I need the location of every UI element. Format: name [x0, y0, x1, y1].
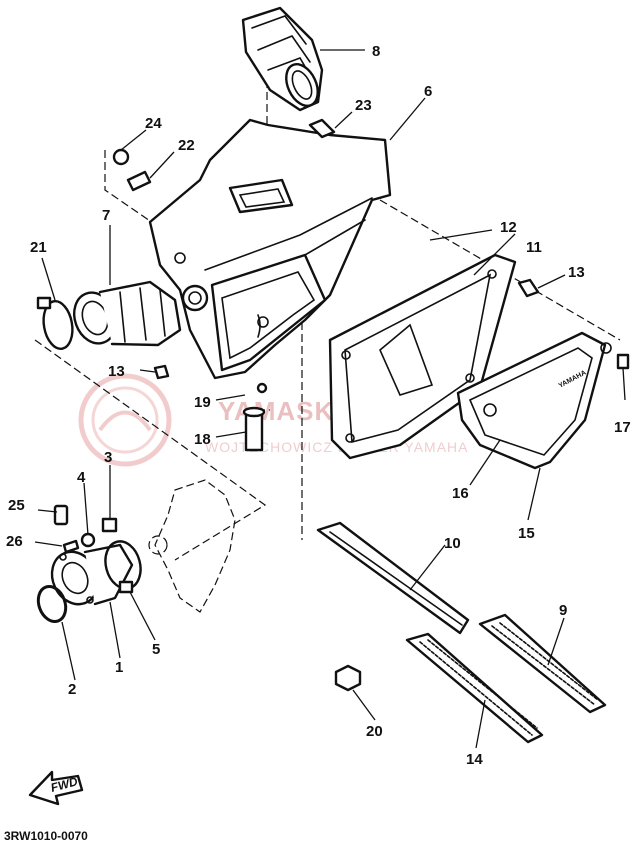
callout-18: 18 — [194, 431, 211, 448]
air-box-case-part — [148, 118, 392, 380]
callout-13-left: 13 — [108, 363, 125, 380]
callout-8: 8 — [372, 43, 380, 60]
callout-1: 1 — [115, 659, 123, 676]
air-filter-element-part — [316, 521, 470, 635]
callout-6: 6 — [424, 83, 432, 100]
air-box-cover-part: YAMAHA — [456, 331, 612, 470]
callout-11: 11 — [526, 239, 542, 256]
sponge-block-part — [334, 664, 362, 692]
callout-7: 7 — [102, 207, 110, 224]
callout-17: 17 — [614, 419, 631, 436]
filter-guide-part — [405, 632, 544, 744]
callout-20: 20 — [366, 723, 383, 740]
diagram-code: 3RW1010-0070 — [4, 829, 88, 843]
filter-seal-gasket-part — [328, 253, 517, 460]
callout-23: 23 — [355, 97, 372, 114]
callout-2: 2 — [68, 681, 76, 698]
callout-4: 4 — [77, 469, 86, 486]
callout-22: 22 — [178, 137, 195, 154]
callout-25: 25 — [8, 497, 25, 514]
air-box-joint-part — [73, 280, 182, 347]
callout-21: 21 — [30, 239, 47, 256]
carburetor-outline — [148, 479, 236, 613]
snorkel-duct-part — [241, 6, 324, 112]
callout-13-right: 13 — [568, 264, 585, 281]
callout-15: 15 — [518, 525, 535, 542]
callout-26: 26 — [6, 533, 23, 550]
callout-12: 12 — [500, 219, 517, 236]
hose-clamp-part — [36, 296, 74, 350]
forward-arrow-icon: FWD — [28, 770, 84, 806]
fwd-label: FWD — [49, 774, 79, 795]
callout-9: 9 — [559, 602, 567, 619]
callout-3: 3 — [104, 449, 112, 466]
callout-19: 19 — [194, 394, 211, 411]
callouts: 8 6 23 24 22 7 21 13 19 18 12 11 13 17 1… — [6, 43, 631, 768]
callout-5: 5 — [152, 641, 160, 658]
small-fasteners — [53, 504, 118, 554]
callout-10: 10 — [444, 535, 461, 552]
callout-24: 24 — [145, 115, 162, 132]
carburetor-joint-part — [50, 543, 134, 606]
bolts — [112, 118, 630, 452]
callout-14: 14 — [466, 751, 483, 768]
leader-lines — [34, 49, 626, 749]
carb-clamp-part — [104, 540, 142, 594]
callout-16: 16 — [452, 485, 469, 502]
o-ring-part — [36, 585, 68, 623]
